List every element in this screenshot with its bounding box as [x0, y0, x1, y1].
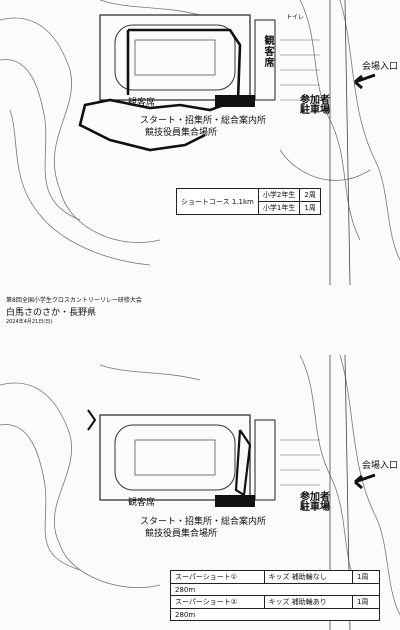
distance-cell: 280m — [170, 583, 380, 596]
table-row: スーパーショート① キッズ 補助輪なし 1周 — [170, 570, 380, 584]
laps-cell: 2周 — [299, 188, 321, 202]
table-row: 280m — [170, 583, 380, 596]
bottom-map-graphic — [0, 355, 400, 630]
course-name-cell: スーパーショート② — [170, 595, 265, 609]
parking-lot — [280, 39, 320, 101]
contour-lines — [0, 0, 400, 266]
spectator-label: 観客席 — [128, 498, 156, 508]
grandstand-building — [254, 419, 276, 501]
date-text: 2024年4月21日(日) — [6, 319, 53, 325]
bottom-course-map: 観客席 スタート・招集所・総合案内所 競技役員集合場所 参加者 駐車場 会場入口… — [0, 355, 400, 630]
spectator-label: 観客席 — [128, 98, 156, 108]
road — [329, 0, 351, 285]
super-short-route — [234, 429, 252, 497]
stadium-outline — [99, 14, 251, 101]
toilet-label: トイレ — [286, 14, 305, 21]
field-infield — [134, 39, 216, 76]
grandstand-label: 観客席 — [262, 35, 273, 68]
parking-label: 参加者 駐車場 — [300, 492, 330, 513]
event-series-text: 第8回全国小学生クロスカントリーリレー研修大会 — [6, 297, 142, 304]
super-short-table: スーパーショート① キッズ 補助輪なし 1周 280m スーパーショート② キッ… — [170, 570, 380, 621]
table-row: 小学1年生 1周 — [177, 201, 321, 215]
officials-label: 競技役員集合場所 — [145, 529, 218, 539]
stadium-outline — [99, 414, 251, 501]
top-course-map: 観客席 観客席 スタート・招集所・総合案内所 競技役員集合場所 参加者 駐車場 … — [0, 0, 400, 285]
start-marker — [215, 95, 255, 107]
short-course-table: ショートコース 1.1km 小学2年生 2周 小学1年生 1周 — [176, 188, 321, 215]
parking-lot — [280, 439, 320, 486]
track-oval — [114, 24, 236, 91]
officials-label: 競技役員集合場所 — [145, 128, 218, 138]
start-area-label: スタート・招集所・総合案内所 — [140, 517, 267, 527]
top-map-graphic — [0, 0, 400, 285]
table-row: 280m — [170, 608, 380, 621]
entrance-arrow-icon — [354, 73, 376, 90]
grade-cell: 小学1年生 — [257, 201, 301, 215]
detail-cell: キッズ 補助輪なし — [263, 570, 354, 584]
start-marker — [215, 495, 255, 507]
laps-cell: 1周 — [352, 570, 380, 584]
entrance-label: 会場入口 — [362, 62, 399, 72]
laps-cell: 1周 — [352, 595, 380, 609]
field-infield — [134, 439, 216, 476]
event-info: 第8回全国小学生クロスカントリーリレー研修大会 白馬さのさか・長野県 2024年… — [0, 285, 400, 355]
parking-label: 参加者 駐車場 — [300, 95, 330, 116]
grandstand-building — [254, 19, 276, 101]
detail-cell: キッズ 補助輪あり — [263, 595, 354, 609]
track-oval — [114, 424, 236, 491]
route-segment — [87, 409, 97, 431]
short-course-route — [78, 28, 242, 152]
table-row: スーパーショート② キッズ 補助輪あり 1周 — [170, 595, 380, 609]
distance-cell: 280m — [170, 608, 380, 621]
course-name-cell: スーパーショート① — [170, 570, 265, 584]
grade-cell: 小学2年生 — [257, 188, 301, 202]
laps-cell: 1周 — [299, 201, 321, 215]
table-row: ショートコース 1.1km 小学2年生 2周 — [176, 188, 321, 215]
venue-text: 白馬さのさか・長野県 — [6, 308, 97, 318]
entrance-label: 会場入口 — [362, 461, 399, 471]
start-area-label: スタート・招集所・総合案内所 — [140, 116, 267, 126]
course-name-cell: ショートコース 1.1km — [176, 188, 259, 215]
entrance-arrow-icon — [354, 473, 376, 490]
